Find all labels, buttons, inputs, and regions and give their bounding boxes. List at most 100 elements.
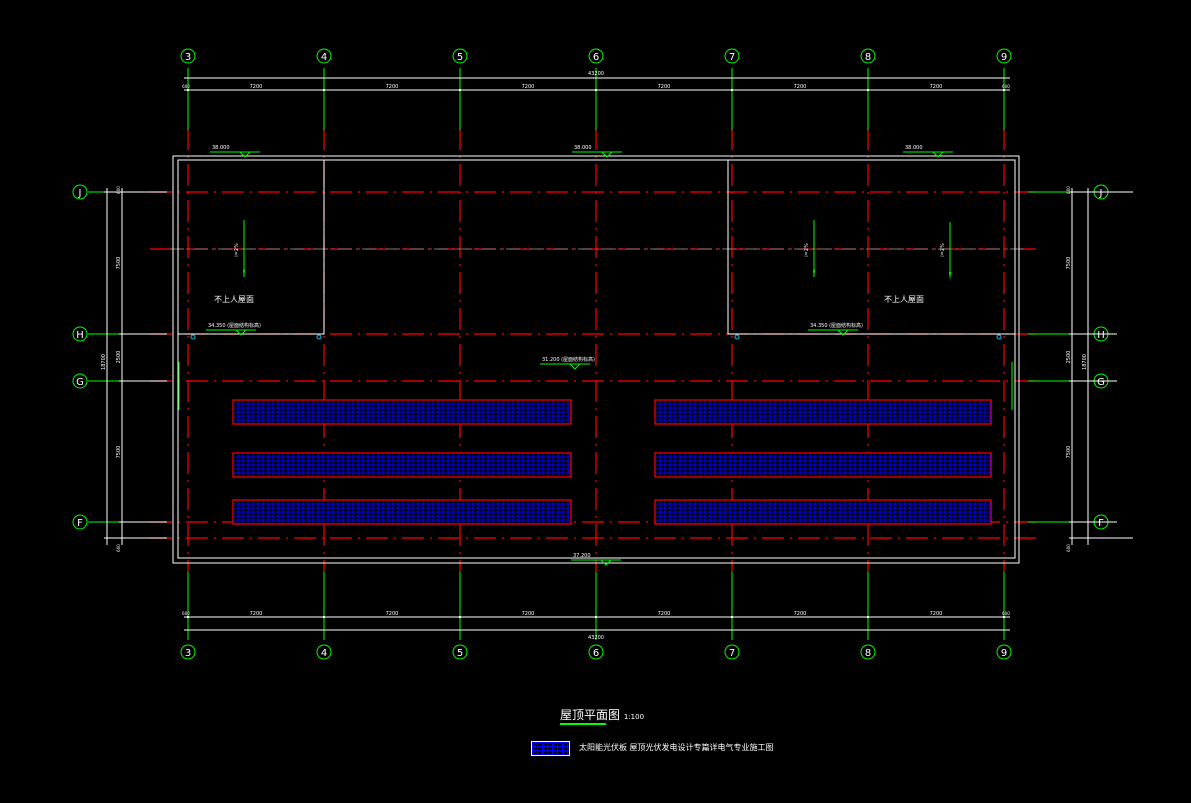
dimension-tick	[459, 89, 461, 91]
elevation-top-mid-symbol	[600, 151, 614, 158]
elevation-top-mid: 38.000	[574, 145, 592, 151]
axis-bubble	[724, 644, 740, 660]
dimension-total: 43200	[588, 635, 604, 641]
dimension-value: 7200	[250, 84, 263, 90]
elevation-top-right-symbol	[931, 151, 945, 158]
axis-label-6: 6	[593, 52, 599, 63]
elevation-center: 31.200 (屋面结构标高)	[542, 356, 595, 363]
dimension-edge: 600	[1066, 186, 1071, 194]
axis-label-G: G	[76, 377, 84, 388]
dimension-total: 18700	[101, 354, 107, 370]
dimension-value: 7200	[522, 611, 535, 617]
axis-bubble	[452, 48, 468, 64]
dimension-total: 18700	[1082, 354, 1088, 370]
dimension-tick	[323, 89, 325, 91]
elevation-top-right: 38.000	[905, 145, 923, 151]
parapet-inner	[177, 159, 1016, 559]
axis-bubble	[316, 48, 332, 64]
elevation-top-left-symbol	[238, 151, 252, 158]
axis-label-6: 6	[593, 648, 599, 659]
dimension-value: 7500	[116, 257, 122, 270]
elevation-top-left: 38.000	[212, 145, 230, 151]
axis-label-8: 8	[865, 52, 871, 63]
axis-label-9: 9	[1001, 648, 1007, 659]
dimension-tick	[187, 616, 189, 618]
dimension-tick	[459, 616, 461, 618]
axis-bubble	[452, 644, 468, 660]
drawing-title: 屋顶平面图 1:100	[560, 706, 644, 723]
dimension-edge: 600	[116, 544, 121, 552]
dimension-value: 7200	[658, 84, 671, 90]
axis-label-5: 5	[457, 52, 463, 63]
axis-bubble	[996, 644, 1012, 660]
dimension-value: 7500	[116, 446, 122, 459]
axis-bubble	[180, 644, 196, 660]
axis-label-4: 4	[321, 52, 327, 63]
axis-label-J: J	[1099, 188, 1103, 199]
axis-bubble	[72, 373, 88, 389]
dimension-tick	[323, 616, 325, 618]
drain-outlet-icon	[316, 334, 322, 340]
dimension-value: 7200	[386, 611, 399, 617]
dimension-edge: 600	[1002, 611, 1010, 616]
drain-outlet-icon	[996, 334, 1002, 340]
dimension-total: 43200	[588, 71, 604, 77]
dimension-tick	[1003, 89, 1005, 91]
axis-label-7: 7	[729, 648, 735, 659]
axis-label-F: F	[77, 518, 83, 529]
dimension-tick	[867, 89, 869, 91]
axis-bubble	[996, 48, 1012, 64]
elevation-room-left: 34.350 (屋面结构标高)	[208, 322, 261, 329]
elevation-bottom: 37.200	[573, 553, 591, 559]
title-text: 屋顶平面图	[560, 708, 621, 722]
axis-label-H: H	[76, 330, 84, 341]
slope-label: i=2%	[234, 243, 240, 257]
dimension-value: 7200	[658, 611, 671, 617]
dimension-value: 7200	[522, 84, 535, 90]
drain-outlet-icon	[190, 334, 196, 340]
dimension-edge: 600	[116, 186, 121, 194]
elevation-room-left-symbol	[234, 329, 248, 336]
dimension-value: 7500	[1066, 257, 1072, 270]
axis-bubble	[588, 644, 604, 660]
axis-bubble	[860, 644, 876, 660]
stair-room-left	[177, 159, 325, 335]
dimension-value: 7200	[250, 611, 263, 617]
dimension-edge: 600	[1002, 84, 1010, 89]
dimension-value: 2500	[1066, 351, 1072, 364]
elevation-bottom-symbol	[599, 559, 613, 566]
dimension-value: 7200	[930, 84, 943, 90]
axis-label-F: F	[1098, 518, 1104, 529]
dimension-tick	[187, 89, 189, 91]
dimension-value: 2500	[116, 351, 122, 364]
dimension-tick	[731, 616, 733, 618]
dimension-tick	[595, 616, 597, 618]
scale-text: 1:100	[623, 713, 645, 721]
room-label-right: 不上人屋面	[884, 295, 924, 304]
axis-bubble	[860, 48, 876, 64]
axis-label-J: J	[78, 188, 82, 199]
slope-arrowhead	[813, 270, 815, 278]
dimension-tick	[867, 616, 869, 618]
axis-bubble	[72, 326, 88, 342]
elevation-center-symbol	[568, 363, 582, 370]
elevation-room-right: 34.350 (屋面结构标高)	[810, 322, 863, 329]
axis-bubble	[180, 48, 196, 64]
legend-text: 太阳能光伏板 屋顶光伏发电设计专篇详电气专业施工图	[579, 743, 774, 752]
dimension-value: 7200	[930, 611, 943, 617]
legend-swatch	[531, 741, 570, 756]
slope-label: i=2%	[804, 243, 810, 257]
axis-bubble	[724, 48, 740, 64]
slope-arrowhead	[949, 272, 951, 280]
axis-bubble	[72, 184, 88, 200]
axis-bubble	[588, 48, 604, 64]
axis-label-9: 9	[1001, 52, 1007, 63]
dimension-value: 7200	[386, 84, 399, 90]
axis-label-G: G	[1097, 377, 1105, 388]
room-label-left: 不上人屋面	[214, 295, 254, 304]
dimension-tick	[595, 89, 597, 91]
axis-bubble	[72, 514, 88, 530]
dimension-tick	[731, 89, 733, 91]
